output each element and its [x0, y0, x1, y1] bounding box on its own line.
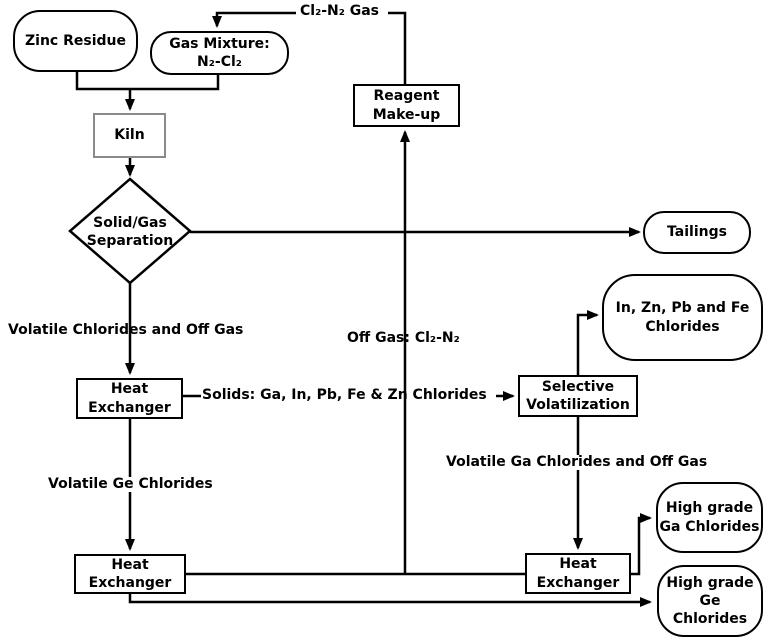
edge-inputs-merge — [75, 72, 220, 91]
node-heat-exchanger-2: Heat Exchanger — [74, 554, 186, 594]
node-heat-exchanger-1: Heat Exchanger — [76, 378, 183, 419]
label-cl2-n2-gas: Cl₂-N₂ Gas — [297, 3, 383, 20]
node-tailings: Tailings — [643, 211, 751, 254]
node-zinc-residue: Zinc Residue — [13, 10, 138, 72]
edge-he2-to-ge — [128, 594, 652, 607]
node-selective-volatilization: Selective Volatilization — [518, 375, 638, 417]
label-volatile-ge-chlorides: Volatile Ge Chlorides — [45, 476, 216, 493]
label-volatile-chlorides-and-off-gas: Volatile Chlorides and Off Gas — [8, 322, 244, 338]
label-volatile-ga-chlorides-and-off-gas: Volatile Ga Chlorides and Off Gas — [443, 454, 711, 471]
label-solids-chlorides: Solids: Ga, In, Pb, Fe & Zn Chlorides — [202, 387, 487, 403]
label-off-gas-cl2-n2: Off Gas: Cl₂-N₂ — [347, 330, 460, 346]
edge-he3-to-ga — [631, 513, 652, 576]
edge-sv-to-inznpbfe — [576, 310, 599, 375]
node-solid-gas-separation-label: Solid/Gas Separation — [86, 214, 174, 249]
node-kiln: Kiln — [93, 113, 166, 158]
edge-reagent-top-right — [388, 11, 407, 84]
node-in-zn-pb-fe-chlorides: In, Zn, Pb and Fe Chlorides — [602, 274, 763, 361]
node-gas-mixture: Gas Mixture: N₂-Cl₂ — [150, 31, 289, 75]
node-heat-exchanger-3: Heat Exchanger — [525, 553, 631, 594]
node-high-grade-ge-chlorides: High grade Ge Chlorides — [657, 565, 763, 637]
node-high-grade-ga-chlorides: High grade Ga Chlorides — [656, 482, 763, 553]
node-reagent-makeup: Reagent Make-up — [353, 84, 460, 127]
edge-reagent-top-left — [212, 11, 296, 28]
